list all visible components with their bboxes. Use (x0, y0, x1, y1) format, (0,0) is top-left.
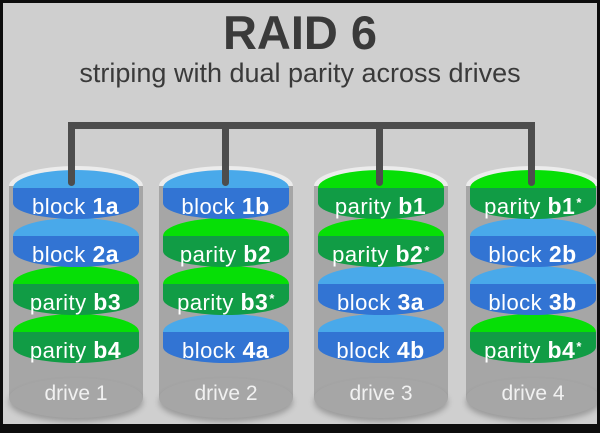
segment-label: block 4a (163, 332, 289, 363)
segment-word: block (31, 194, 86, 219)
segment-id: 4a (242, 337, 270, 363)
drive-3-cylinder: parity b1 parity b2* block 3a block 4b d… (314, 160, 448, 424)
drive-3-segment-1: parity b1 (318, 170, 444, 237)
segment-word: parity (29, 338, 87, 363)
drive-3-segment-2: parity b2* (318, 218, 444, 285)
drive-4-label: drive 4 (501, 382, 565, 405)
diagram-title: RAID 6 (222, 6, 378, 59)
segment-label: block 1a (13, 188, 139, 219)
drive-2-label: drive 2 (194, 382, 258, 405)
segment-word: parity (332, 242, 389, 267)
segment-id: b1 (398, 193, 427, 219)
segment-word: parity (179, 242, 237, 267)
drive-2-segment-2: parity b2 (163, 218, 289, 285)
drive-1-label: drive 1 (44, 382, 108, 405)
segment-label: block 3b (470, 284, 596, 315)
segment-id: 1a (92, 193, 120, 219)
segment-word: block (336, 290, 391, 315)
cylinder-bottom (159, 378, 293, 418)
drive-3-label: drive 3 (349, 382, 413, 405)
segment-asterisk: * (269, 291, 275, 306)
segment-label: block 4b (318, 332, 444, 363)
segment-word: parity (334, 194, 392, 219)
drive-1-segment-2: block 2a (13, 218, 139, 285)
segment-label: parity b4 (13, 332, 139, 363)
connector-stub-drive-4 (528, 122, 535, 186)
segment-word: parity (29, 290, 87, 315)
drive-3-segment-3: block 3a (318, 266, 444, 333)
segment-asterisk: * (576, 339, 582, 354)
segment-label: parity b4* (470, 332, 596, 363)
drive-3-segment-4: block 4b (318, 314, 444, 381)
segment-word: block (488, 290, 543, 315)
cylinder-bottom (314, 378, 448, 418)
segment-label: parity b2 (163, 236, 289, 267)
segment-id: b1 (547, 193, 576, 219)
drive-4-segment-4: parity b4* (470, 314, 596, 381)
segment-label: parity b1 (318, 188, 444, 219)
segment-id: b4 (547, 337, 576, 363)
connector-stub-drive-2 (222, 122, 229, 186)
segment-word: block (181, 338, 236, 363)
segment-label: parity b2* (318, 236, 444, 267)
segment-id: 1b (241, 193, 270, 219)
segment-id: 3a (397, 289, 425, 315)
segment-label: block 2b (470, 236, 596, 267)
segment-id: 2a (92, 241, 120, 267)
segment-word: block (336, 338, 391, 363)
diagram-subtitle: striping with dual parity across drives (79, 58, 521, 88)
drive-1-segment-3: parity b3 (13, 266, 139, 333)
segment-word: block (181, 194, 236, 219)
segment-word: block (488, 242, 543, 267)
segment-id: b2 (243, 241, 272, 267)
segment-label: parity b1* (470, 188, 596, 219)
segment-asterisk: * (424, 243, 430, 258)
connector-stub-drive-1 (68, 122, 75, 186)
drive-4-segment-2: block 2b (470, 218, 596, 285)
drive-1-segment-1: block 1a (13, 170, 139, 237)
segment-id: b2 (395, 241, 424, 267)
drive-1-cylinder: block 1a block 2a parity b3 parity b4 dr… (9, 160, 143, 424)
segment-id: b3 (93, 289, 122, 315)
cylinder-bottom (466, 378, 597, 418)
segment-word: parity (484, 194, 541, 219)
drive-2-cylinder: block 1b parity b2 parity b3* block 4a d… (159, 160, 293, 424)
segment-word: parity (177, 290, 234, 315)
drive-2-segment-4: block 4a (163, 314, 289, 381)
segment-label: parity b3 (13, 284, 139, 315)
drive-4-segment-3: block 3b (470, 266, 596, 333)
segment-label: block 1b (163, 188, 289, 219)
connector-horizontal-line (68, 122, 535, 129)
segment-label: parity b3* (163, 284, 289, 315)
segment-word: block (31, 242, 86, 267)
segment-id: 3b (548, 289, 577, 315)
cylinder-bottom (9, 378, 143, 418)
drive-2-segment-3: parity b3* (163, 266, 289, 333)
segment-id: 2b (548, 241, 577, 267)
connector-stub-drive-3 (376, 122, 383, 186)
drive-1-segment-4: parity b4 (13, 314, 139, 381)
drive-4-cylinder: parity b1* block 2b block 3b parity b4* … (466, 160, 597, 424)
segment-asterisk: * (576, 195, 582, 210)
segment-id: b3 (240, 289, 269, 315)
segment-label: block 2a (13, 236, 139, 267)
segment-id: b4 (93, 337, 122, 363)
segment-id: 4b (396, 337, 425, 363)
segment-label: block 3a (318, 284, 444, 315)
segment-word: parity (484, 338, 541, 363)
